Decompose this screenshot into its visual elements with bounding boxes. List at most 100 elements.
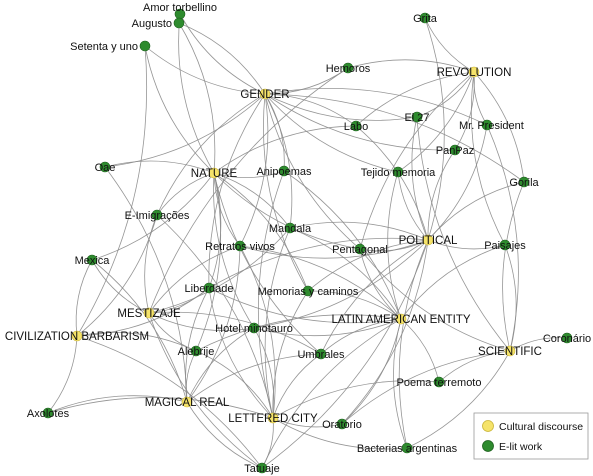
edge-nature-to-labo [213,125,357,174]
node-oratorio[interactable] [336,418,348,430]
edge-nature-to-anipoemas [213,170,285,179]
node-label-retratos-vivos: Retratos vivos [205,241,275,253]
edge-latin-american-entity-to-bacterias-argentinas [393,318,408,449]
legend-swatch-e-lit-work [482,440,494,452]
node-mexica[interactable] [86,254,98,266]
edge-latin-american-entity-to-pentagonal [359,248,402,320]
edge-mestizaje-to-tatuaje [148,312,263,469]
edge-latin-american-entity-to-mandala [289,227,402,320]
edge-gender-to-setenta-y-uno [144,45,266,95]
node-e-imigracoes[interactable] [151,209,163,221]
edge-layer [47,13,568,469]
node-hemoros[interactable] [342,62,354,74]
edge-latin-american-entity-to-alebrije [195,314,402,352]
node-civilization-barbarism[interactable] [71,330,83,342]
edge-nature-to-e-imigracoes [156,172,215,216]
node-retratos-vivos[interactable] [234,240,246,252]
edge-magical-real-to-mexica [91,259,188,403]
edge-gender-to-pentagonal [264,93,361,250]
edge-lettered-city-to-oratorio [272,417,343,428]
node-label-poema-terremoto: Poema terremoto [397,377,482,389]
node-axolotes[interactable] [42,407,54,419]
edge-political-to-tejido-memoria [397,171,429,241]
edge-revolution-to-paisajes [470,71,506,246]
edge-latin-american-entity-to-memorias-y-caminos [307,290,402,320]
node-label-tejido-memoria: Tejido memoria [361,167,436,179]
node-liberdade[interactable] [203,282,215,294]
node-poema-terremoto[interactable] [433,376,445,388]
edge-political-to-hotel-minotauro [253,239,429,329]
node-label-augusto: Augusto [132,18,172,30]
edge-scientific-to-gorila [502,181,525,352]
edge-gender-to-mr-president [264,88,488,126]
edge-political-to-el-27 [411,116,429,241]
node-label-nature: NATURE [191,168,238,180]
edge-latin-american-entity-to-anipoemas [283,170,402,320]
edge-gender-to-e-imigracoes [156,93,266,216]
edge-gender-to-oae [104,93,266,168]
node-label-panpaz: PanPaz [436,145,475,157]
node-coronario[interactable] [561,332,573,344]
node-augusto[interactable] [173,17,185,29]
node-lettered-city[interactable] [267,412,279,424]
legend: Cultural discourse E-lit work [473,412,589,460]
node-label-el-27: El 27 [404,112,429,124]
node-label-revolution: REVOLUTION [437,67,512,79]
node-label-anipoemas: Anipoemas [256,166,312,178]
node-nature[interactable] [208,167,220,179]
edge-gender-to-memorias-y-caminos [263,93,309,292]
edge-civilization-barbarism-to-tatuaje [76,335,263,469]
node-mandala[interactable] [284,222,296,234]
node-tatuaje[interactable] [256,462,268,474]
node-memorias-y-caminos[interactable] [302,285,314,297]
node-revolution[interactable] [468,66,480,78]
node-bacterias-argentinas[interactable] [401,442,413,454]
node-pentagonal[interactable] [354,243,366,255]
node-label-political: POLITICAL [399,235,458,247]
node-label-oae: Oae [95,162,116,174]
node-grita[interactable] [419,12,431,24]
node-anipoemas[interactable] [278,165,290,177]
node-paisajes[interactable] [499,239,511,251]
edge-nature-to-hotel-minotauro [213,172,255,329]
node-oae[interactable] [99,161,111,173]
node-gorila[interactable] [518,176,530,188]
node-label-civilization-barbarism: CIVILIZATION BARBARISM [5,331,149,343]
edge-scientific-to-bacterias-argentinas [406,350,511,449]
legend-box [473,412,589,460]
edge-lettered-city-to-axolotes [47,397,274,419]
edge-magical-real-to-hotel-minotauro [186,327,255,403]
edge-nature-to-setenta-y-uno [144,45,215,174]
edge-gender-to-panpaz [264,93,456,151]
node-panpaz[interactable] [449,144,461,156]
edge-gender-to-el-27 [264,93,418,121]
node-mestizaje[interactable] [143,307,155,319]
node-labo[interactable] [350,120,362,132]
node-scientific[interactable] [504,345,516,357]
node-alebrije[interactable] [190,345,202,357]
node-label-gender: GENDER [240,89,289,101]
edge-political-to-umbrales [320,239,429,355]
edge-civilization-barbarism-to-mexica [75,259,93,337]
node-label-alebrije: Alebrije [178,346,215,358]
edge-lettered-city-to-mandala [264,227,291,419]
node-tejido-memoria[interactable] [392,166,404,178]
edge-magical-real-to-umbrales [186,353,322,403]
node-umbrales[interactable] [315,348,327,360]
node-label-magical-real: MAGICAL REAL [145,397,230,409]
node-gender[interactable] [259,88,271,100]
node-political[interactable] [422,234,434,246]
edge-nature-to-liberdade [208,172,222,289]
edge-scientific-to-pentagonal [359,248,511,352]
node-label-amor-torbellino: Amor torbellino [143,2,217,14]
node-hotel-minotauro[interactable] [248,322,260,334]
node-setenta-y-uno[interactable] [139,40,151,52]
node-label-mr-president: Mr. President [459,120,524,132]
node-el-27[interactable] [411,111,423,123]
node-label-grita: Grita [413,13,438,25]
node-magical-real[interactable] [181,396,193,408]
node-latin-american-entity[interactable] [395,313,407,325]
edge-revolution-to-pentagonal [359,71,475,250]
node-mr-president[interactable] [481,119,493,131]
